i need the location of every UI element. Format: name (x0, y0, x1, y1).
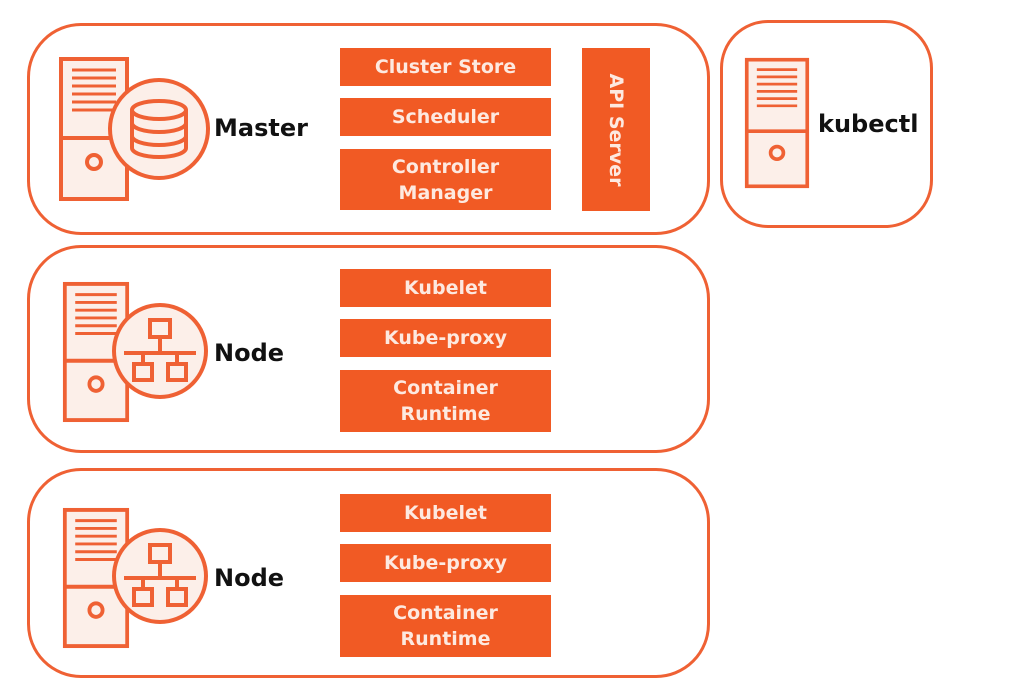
node-label: Node (214, 564, 285, 592)
master-label: Master (214, 114, 308, 142)
controller-manager-component: Controller Manager (340, 149, 551, 210)
database-icon (108, 78, 210, 180)
kube-proxy-component: Kube-proxy (340, 319, 551, 357)
kubelet-component: Kubelet (340, 494, 551, 532)
node-panel (27, 245, 710, 453)
cluster-store-component: Cluster Store (340, 48, 551, 86)
kube-proxy-component: Kube-proxy (340, 544, 551, 582)
network-icon (112, 528, 208, 624)
kubectl-label: kubectl (818, 110, 919, 138)
container-runtime-component: Container Runtime (340, 370, 551, 432)
network-icon (112, 303, 208, 399)
master-panel (27, 23, 710, 235)
container-runtime-component: Container Runtime (340, 595, 551, 657)
kubelet-component: Kubelet (340, 269, 551, 307)
node-label: Node (214, 339, 285, 367)
kubectl-panel (720, 20, 933, 228)
api-server-component: API Server (582, 48, 650, 211)
server-icon (744, 57, 810, 189)
scheduler-component: Scheduler (340, 98, 551, 136)
